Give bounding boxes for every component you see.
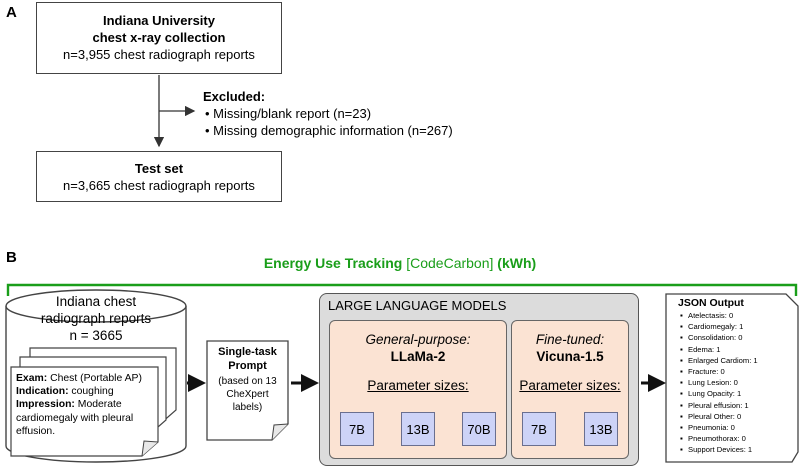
finetuned-category: Fine-tuned:	[535, 332, 605, 347]
prompt-line-3: labels)	[232, 402, 263, 413]
json-label-item: Cardiomegaly: 1	[680, 321, 796, 332]
report-exam-value: Chest (Portable AP)	[50, 373, 142, 384]
report-page-fold	[141, 440, 159, 457]
energy-bracket	[6, 283, 798, 296]
database-line-2: radiograph reports	[40, 311, 152, 326]
source-count: n=3,955 chest radiograph reports	[63, 47, 255, 62]
excluded-item: • Missing/blank report (n=23)	[205, 106, 372, 121]
json-label-list: Atelectasis: 0Cardiomegaly: 1Consolidati…	[670, 310, 796, 456]
report-impression-value-1: Moderate	[77, 399, 122, 411]
json-label-item: Lung Opacity: 1	[680, 388, 796, 399]
json-label-item: Pleural Other: 0	[680, 411, 796, 422]
report-impression-line-2: cardiomegaly with pleural	[16, 412, 134, 424]
database-line-1: Indiana chest	[55, 294, 137, 309]
excluded-item-text: Missing demographic information (n=267)	[213, 123, 453, 138]
panel-label-b: B	[6, 249, 17, 266]
json-label-item: Atelectasis: 0	[680, 310, 796, 321]
general-param-label: Parameter sizes:	[367, 378, 469, 393]
json-label-item: Edema: 1	[680, 344, 796, 355]
excluded-block: Excluded: • Missing/blank report (n=23) …	[203, 88, 453, 139]
fine-tuned-box: Fine-tuned: Vicuna-1.5 Parameter sizes: …	[511, 320, 629, 459]
json-label-item: Pneumonia: 0	[680, 422, 796, 433]
database-cylinder-top	[5, 289, 187, 323]
energy-title: Energy Use Tracking	[263, 255, 403, 271]
energy-tool: [CodeCarbon]	[406, 255, 494, 271]
general-category: General-purpose:	[365, 332, 471, 347]
prompt-line-1: (based on 13	[218, 376, 277, 387]
report-indication-value: coughing	[71, 386, 114, 398]
report-impression: Impression: Moderate	[16, 398, 158, 411]
prompt-document-fold	[271, 423, 289, 441]
panel-label-a: A	[6, 4, 17, 21]
test-set-count: n=3,665 chest radiograph reports	[63, 178, 255, 193]
json-output: JSON Output Atelectasis: 0Cardiomegaly: …	[670, 297, 796, 456]
report-indication-label: Indication:	[16, 386, 69, 398]
report-impression-line-3: effusion.	[16, 425, 56, 437]
source-collection-box: Indiana University chest x-ray collectio…	[36, 2, 282, 74]
param-size-box: 13B	[584, 412, 618, 446]
param-size-box: 7B	[340, 412, 374, 446]
test-set-title: Test set	[134, 161, 184, 176]
general-model-name: LLaMa-2	[390, 349, 446, 364]
source-title-1: Indiana University	[103, 13, 215, 28]
energy-unit: (kWh)	[497, 255, 537, 271]
prompt-label: Single-task Prompt (based on 13 CheXpert…	[207, 345, 288, 414]
database-label: Indiana chest radiograph reports n = 366…	[12, 293, 180, 344]
prompt-title-1: Single-task	[218, 346, 277, 358]
test-set-box: Test set n=3,665 chest radiograph report…	[36, 151, 282, 202]
report-impression-label: Impression:	[16, 399, 75, 411]
json-label-item: Fracture: 0	[680, 366, 796, 377]
json-label-item: Pleural effusion: 1	[680, 400, 796, 411]
prompt-line-2: CheXpert	[226, 389, 269, 400]
json-output-title: JSON Output	[678, 297, 744, 309]
json-label-item: Lung Lesion: 0	[680, 377, 796, 388]
prompt-title-2: Prompt	[228, 360, 267, 372]
report-exam-label: Exam:	[16, 373, 48, 384]
excluded-title: Excluded:	[203, 89, 266, 104]
report-exam: Exam: Chest (Portable AP)	[16, 372, 158, 385]
report-indication: Indication: coughing	[16, 385, 158, 398]
llm-container: LARGE LANGUAGE MODELS General-purpose: L…	[319, 293, 639, 466]
database-line-3: n = 3665	[69, 328, 123, 343]
energy-tracking-title: Energy Use Tracking [CodeCarbon] (kWh)	[0, 255, 800, 271]
finetuned-param-label: Parameter sizes:	[519, 378, 621, 393]
excluded-item-text: Missing/blank report (n=23)	[213, 106, 372, 121]
finetuned-model-name: Vicuna-1.5	[536, 349, 604, 364]
general-purpose-box: General-purpose: LLaMa-2 Parameter sizes…	[329, 320, 507, 459]
param-size-box: 13B	[401, 412, 435, 446]
llm-title: LARGE LANGUAGE MODELS	[328, 298, 507, 313]
json-label-item: Pneumothorax: 0	[680, 433, 796, 444]
sample-report: Exam: Chest (Portable AP) Indication: co…	[16, 372, 158, 438]
excluded-item: • Missing demographic information (n=267…	[205, 123, 453, 138]
param-size-box: 7B	[522, 412, 556, 446]
source-title-2: chest x-ray collection	[92, 30, 226, 45]
json-label-item: Support Devices: 1	[680, 444, 796, 455]
json-label-item: Enlarged Cardiom: 1	[680, 355, 796, 366]
param-size-box: 70B	[462, 412, 496, 446]
json-label-item: Consolidation: 0	[680, 332, 796, 343]
